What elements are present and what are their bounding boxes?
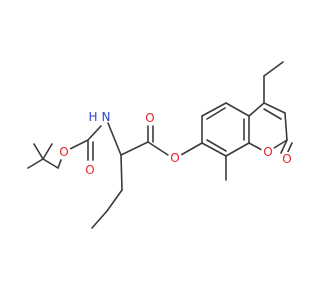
- bond: [273, 139, 288, 149]
- bond: [120, 141, 149, 156]
- bond: [280, 139, 288, 154]
- bond: [106, 189, 123, 212]
- bond: [180, 142, 203, 156]
- bond: [206, 107, 226, 120]
- amide-hydrogen-label: H: [88, 110, 97, 124]
- bond: [225, 102, 250, 117]
- bond-layer: [27, 61, 293, 229]
- bond: [42, 143, 53, 160]
- bond: [201, 142, 227, 157]
- bond: [27, 158, 44, 169]
- bond: [91, 210, 108, 229]
- lactone-carbonyl-oxygen-label: O: [282, 152, 291, 166]
- oxygen-atom: O: [168, 151, 182, 165]
- oxygen-atom: O: [57, 145, 71, 159]
- bond: [57, 159, 62, 169]
- atom-layer: O O N H O O O O: [57, 110, 294, 177]
- bond: [225, 142, 250, 157]
- bond: [263, 108, 282, 120]
- oxygen-atom: O: [143, 111, 157, 125]
- bond: [263, 61, 284, 77]
- bond: [33, 143, 44, 160]
- bond: [147, 141, 169, 156]
- ester-carbonyl-oxygen-label: O: [145, 111, 154, 125]
- bond: [87, 125, 102, 141]
- oxygen-atom: O: [280, 152, 294, 166]
- bond: [248, 102, 265, 117]
- oxygen-atom: O: [261, 145, 275, 159]
- boc-carbonyl-oxygen-label: O: [85, 163, 94, 177]
- molecule-structure-diagram: O O N H O O O O: [27, 61, 294, 229]
- ring-oxygen-label: O: [263, 145, 272, 159]
- boc-ether-oxygen-label: O: [59, 145, 68, 159]
- amide-nitrogen-label: N: [102, 110, 111, 124]
- ester-ether-oxygen-label: O: [170, 151, 179, 165]
- bond: [284, 112, 288, 141]
- bond: [206, 139, 227, 152]
- bond: [248, 142, 263, 151]
- oxygen-atom: O: [83, 163, 97, 177]
- bond: [201, 102, 227, 117]
- bond: [120, 154, 123, 191]
- bond: [263, 102, 286, 114]
- bond: [69, 139, 89, 150]
- bond: [42, 158, 59, 169]
- nitrogen-atom: N H: [88, 110, 110, 124]
- bond: [107, 122, 122, 156]
